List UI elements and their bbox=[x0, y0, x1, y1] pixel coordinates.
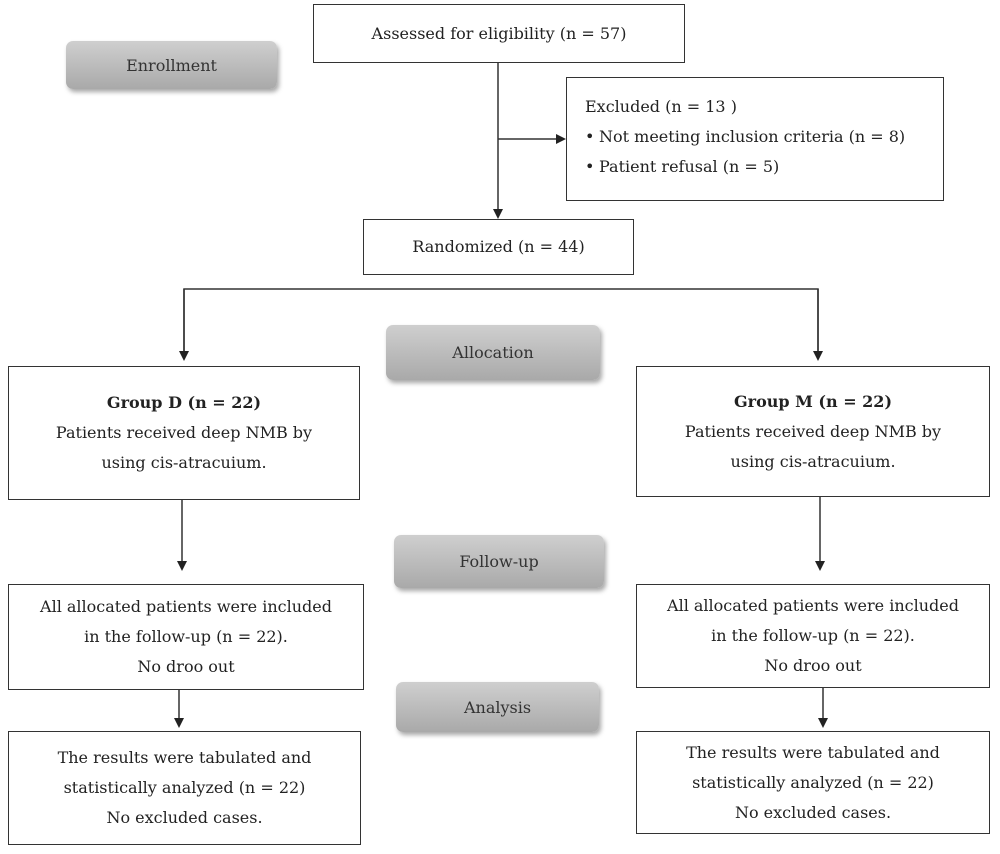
stage-analysis-label: Analysis bbox=[463, 697, 532, 717]
stage-allocation-label: Allocation bbox=[452, 343, 534, 362]
group-m-analysis-box: The results were tabulated and statistic… bbox=[636, 731, 990, 834]
group-d-followup-line: All allocated patients were included bbox=[40, 597, 332, 616]
group-m-box: Group M (n = 22) Patients received deep … bbox=[636, 366, 990, 497]
group-m-title: Group M (n = 22) bbox=[733, 391, 893, 411]
group-d-analysis-line: statistically analyzed (n = 22) bbox=[63, 778, 306, 797]
excluded-list: Not meeting inclusion criteria (n = 8) P… bbox=[585, 122, 905, 182]
excluded-title: Excluded (n = 13 ) bbox=[585, 97, 737, 116]
group-m-analysis-line: statistically analyzed (n = 22) bbox=[692, 772, 934, 792]
group-d-desc-line: Patients received deep NMB by bbox=[55, 423, 313, 442]
stage-followup-label: Follow-up bbox=[459, 552, 539, 571]
group-d-analysis-line: No excluded cases. bbox=[106, 808, 263, 827]
excluded-item: Patient refusal (n = 5) bbox=[585, 152, 905, 182]
stage-enrollment: Enrollment bbox=[66, 41, 277, 89]
group-d-title: Group D (n = 22) bbox=[106, 393, 262, 412]
group-m-followup-line: No droo out bbox=[764, 656, 862, 675]
group-m-desc-line: Patients received deep NMB by bbox=[684, 421, 942, 441]
assessed-text: Assessed for eligibility (n = 57) bbox=[371, 23, 627, 43]
group-d-box: Group D (n = 22) Patients received deep … bbox=[8, 366, 360, 500]
group-m-analysis-line: The results were tabulated and bbox=[686, 742, 940, 762]
group-d-followup-line: in the follow-up (n = 22). bbox=[84, 627, 288, 646]
stage-enrollment-label: Enrollment bbox=[126, 55, 217, 75]
excluded-box: Excluded (n = 13 ) Not meeting inclusion… bbox=[566, 77, 944, 201]
excluded-item: Not meeting inclusion criteria (n = 8) bbox=[585, 122, 905, 152]
randomized-text: Randomized (n = 44) bbox=[412, 237, 585, 256]
group-m-followup-line: All allocated patients were included bbox=[667, 596, 959, 615]
group-m-followup-line: in the follow-up (n = 22). bbox=[711, 626, 915, 645]
assessed-box: Assessed for eligibility (n = 57) bbox=[313, 4, 685, 63]
stage-followup: Follow-up bbox=[394, 535, 604, 588]
stage-allocation: Allocation bbox=[386, 325, 600, 380]
group-d-desc-line: using cis-atracuium. bbox=[101, 453, 267, 472]
group-d-followup-box: All allocated patients were included in … bbox=[8, 584, 364, 690]
group-d-followup-line: No droo out bbox=[137, 657, 235, 676]
stage-analysis: Analysis bbox=[396, 682, 599, 732]
group-m-desc-line: using cis-atracuium. bbox=[730, 451, 896, 471]
group-d-analysis-box: The results were tabulated and statistic… bbox=[8, 731, 361, 845]
group-m-followup-box: All allocated patients were included in … bbox=[636, 584, 990, 688]
group-m-analysis-line: No excluded cases. bbox=[734, 802, 892, 822]
randomized-box: Randomized (n = 44) bbox=[363, 219, 634, 275]
group-d-analysis-line: The results were tabulated and bbox=[57, 748, 312, 767]
